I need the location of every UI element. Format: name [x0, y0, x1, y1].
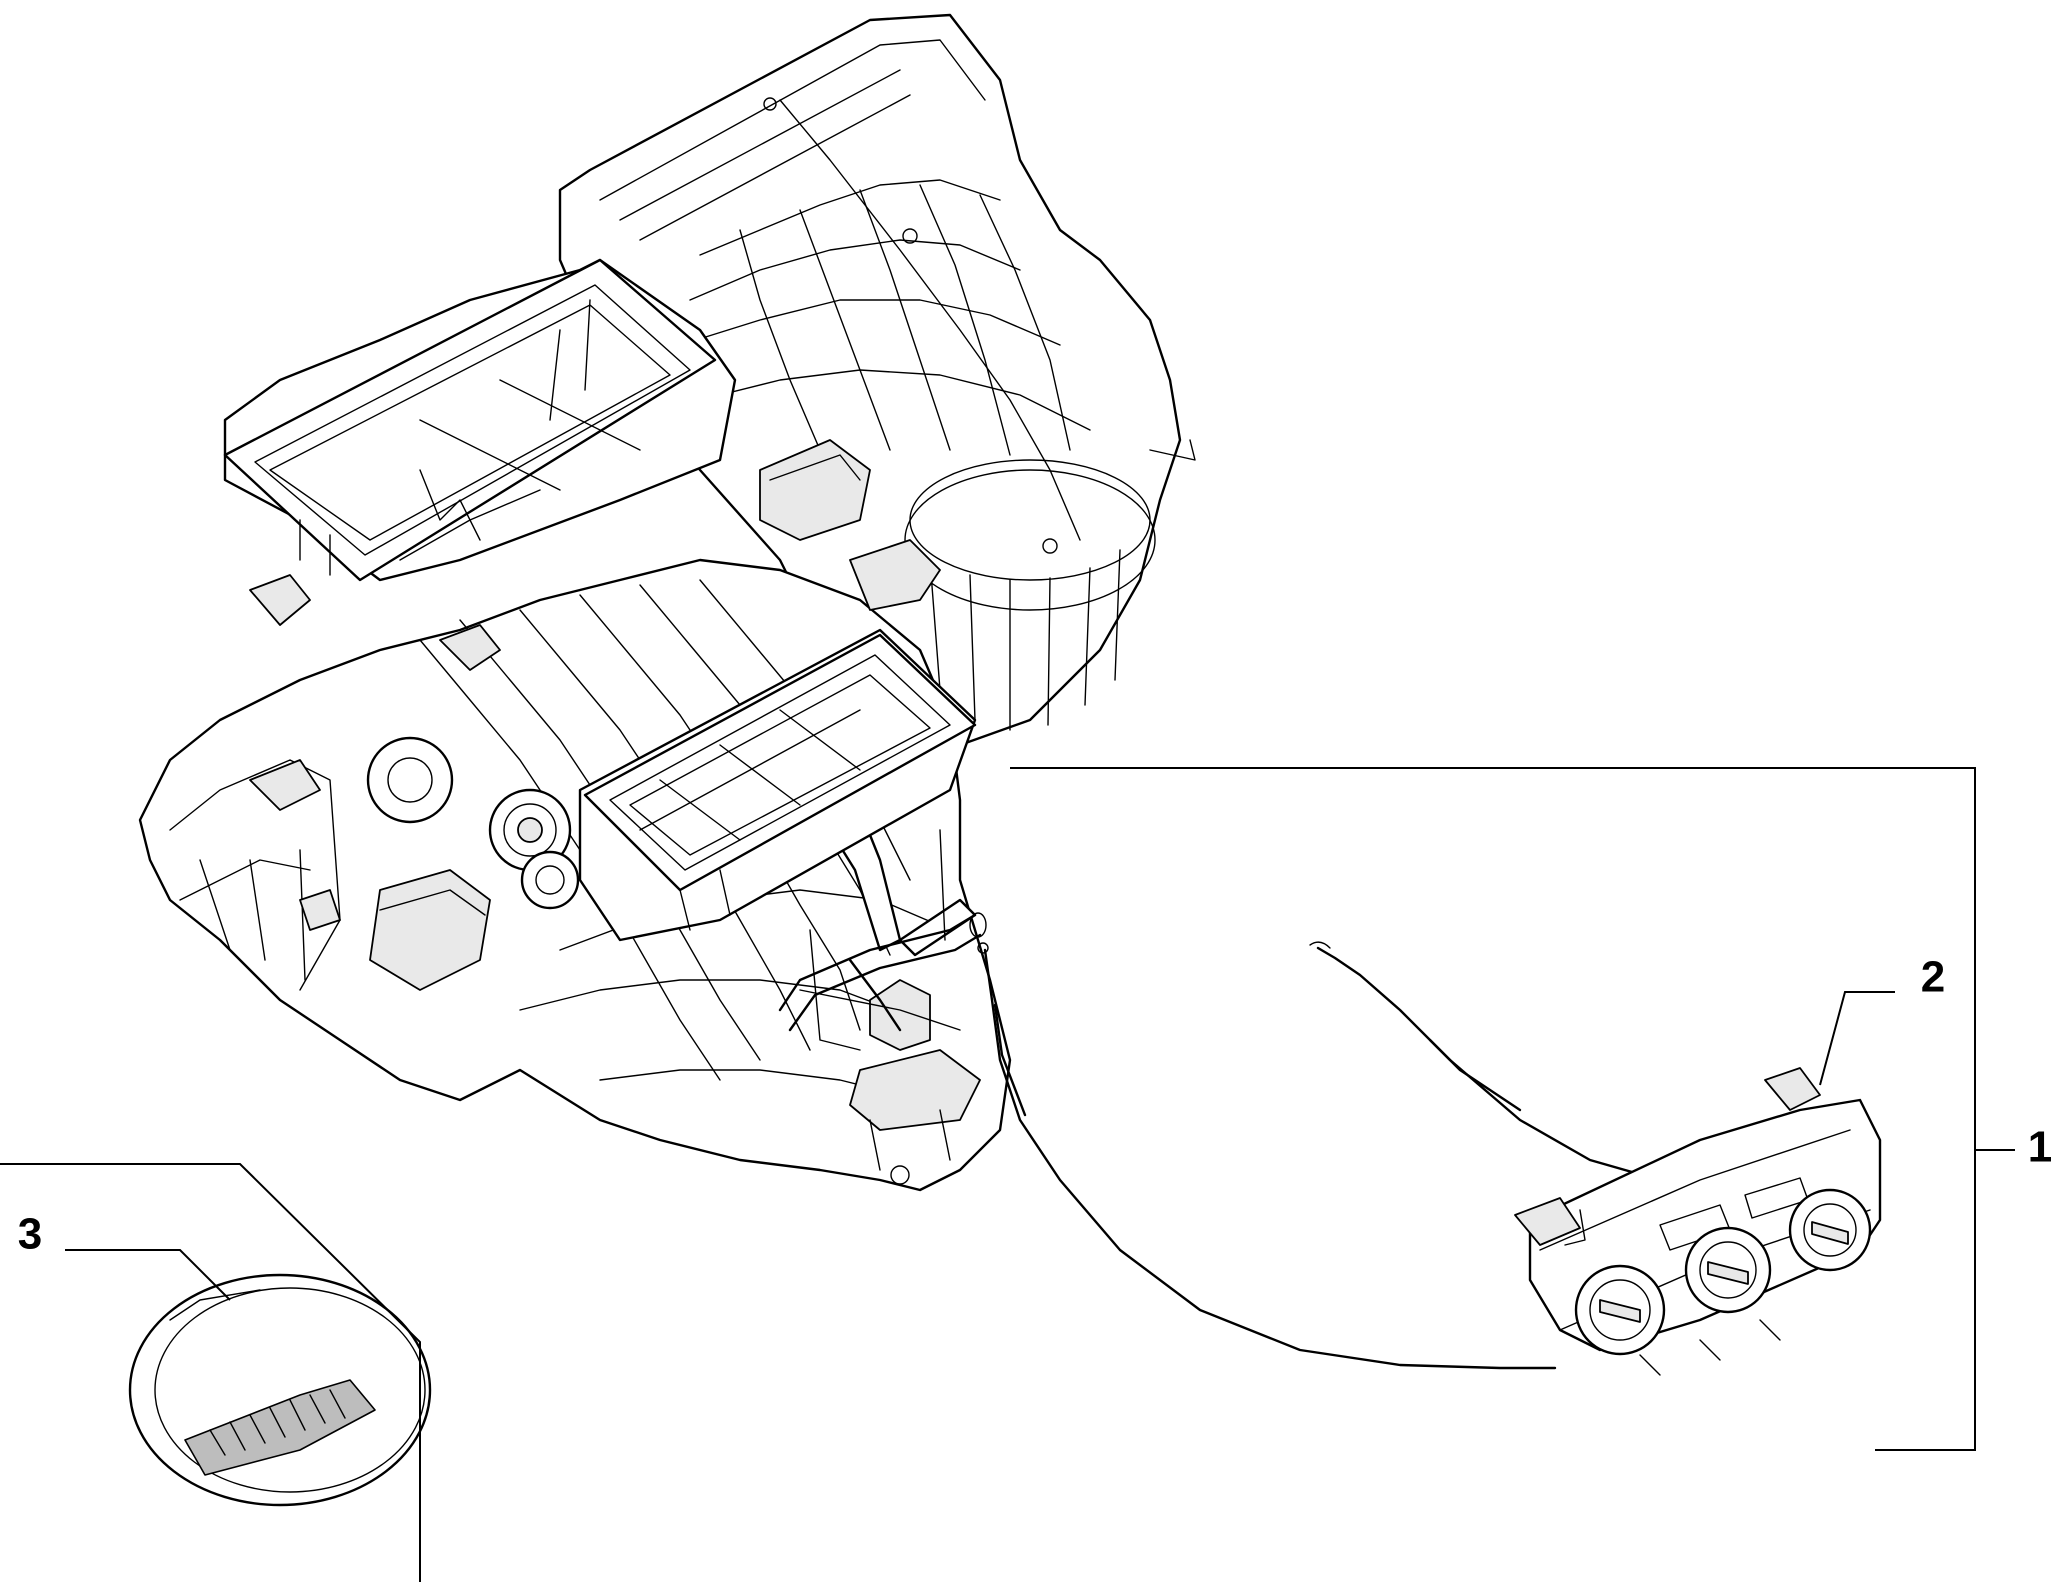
leader-2-line [1819, 991, 1895, 1086]
air-inlet-duct [223, 258, 737, 582]
blower-housing [558, 13, 1196, 747]
callout-2-label: 2 [1921, 953, 1945, 1002]
air-distribution-knob-icon [1788, 1188, 1872, 1272]
leader-3-line [65, 1249, 231, 1301]
actuator-mechanism [249, 439, 941, 991]
knob-cap-icon [128, 1273, 432, 1507]
bracket-3-line [0, 1163, 421, 1582]
callout-1-label: 1 [2028, 1123, 2052, 1172]
climate-control-panel-icon [1514, 1067, 1882, 1376]
leader-lines [0, 767, 2015, 1582]
heater-unit-assembly [138, 13, 1196, 1192]
drain-tube [778, 912, 987, 1032]
fan-speed-knob-icon [1684, 1226, 1772, 1314]
temperature-knob-icon [1574, 1264, 1666, 1356]
bracket-1-line [1010, 767, 1976, 1451]
outlet-duct [578, 628, 977, 942]
callout-3-label: 3 [18, 1210, 42, 1259]
